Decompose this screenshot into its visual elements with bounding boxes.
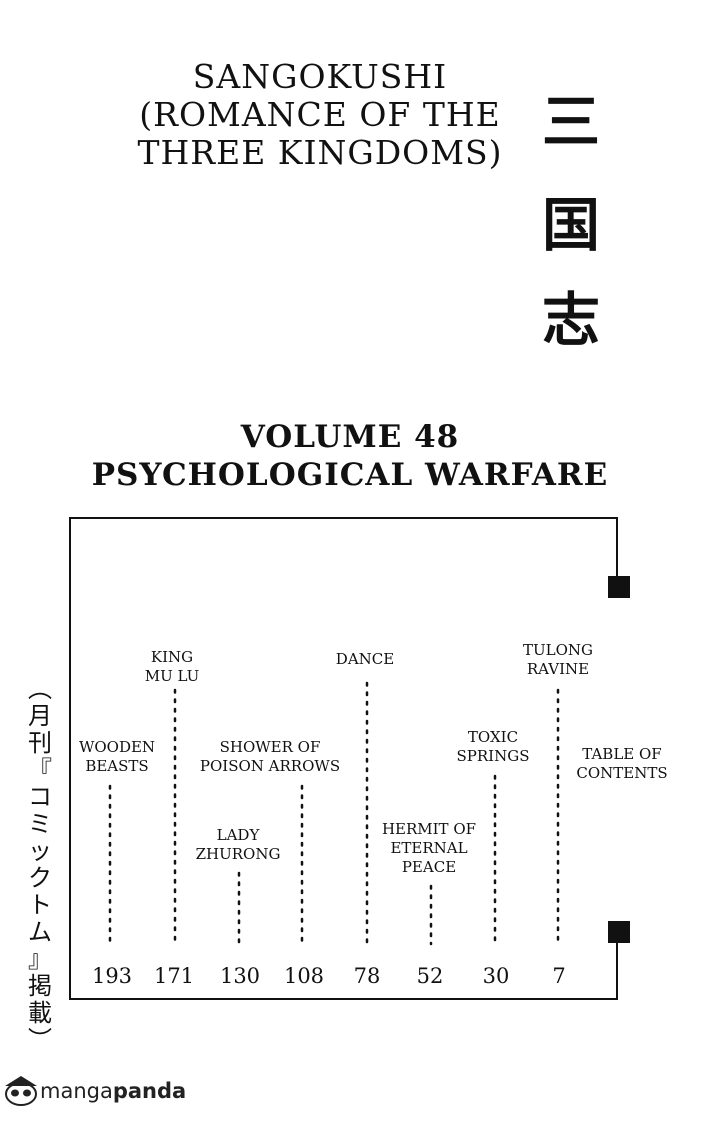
frame-border	[69, 517, 618, 1000]
toc-label-dance: DANCE	[335, 650, 395, 668]
title-line-2: (ROMANCE OF THE	[139, 95, 501, 134]
toc-label-shower: SHOWER OF POISON ARROWS	[199, 738, 341, 775]
page-number-toxic-springs: 30	[482, 964, 510, 988]
kanji-shi: 志	[541, 286, 600, 354]
page-number-dance: 78	[353, 964, 381, 988]
toc-label-lady-zhurong: LADY ZHURONG	[195, 826, 281, 863]
title-line-3: THREE KINGDOMS)	[137, 133, 503, 172]
page-number-lady-zhurong: 130	[219, 964, 261, 988]
toc-label-king-mu-lu: KING MU LU	[144, 648, 200, 685]
page-number-tulong-ravine: 7	[552, 964, 566, 988]
frame-marker-bottom	[608, 921, 630, 943]
volume-heading: VOLUME 48 PSYCHOLOGICAL WARFARE	[60, 418, 640, 494]
serialization-note: ︵ 月 刊 『 コ ミ ッ ク ト ム 』 掲 載 ︶	[28, 675, 52, 1054]
kanji-san: 三	[541, 88, 600, 156]
page-number-hermit: 52	[416, 964, 444, 988]
title-line-1: SANGOKUSHI	[192, 57, 448, 96]
volume-subtitle: PSYCHOLOGICAL WARFARE	[91, 457, 609, 493]
toc-label-table-of-contents: TABLE OF CONTENTS	[576, 745, 668, 782]
toc-label-tulong-ravine: TULONG RAVINE	[522, 641, 594, 678]
series-title: SANGOKUSHI (ROMANCE OF THE THREE KINGDOM…	[120, 58, 520, 172]
toc-label-toxic-springs: TOXIC SPRINGS	[456, 728, 530, 765]
kanji-koku: 国	[541, 191, 600, 259]
toc-label-hermit: HERMIT OF ETERNAL PEACE	[381, 820, 477, 876]
page-number-shower: 108	[283, 964, 325, 988]
logo-text-panda: panda	[112, 1079, 187, 1103]
logo-text-manga: manga	[40, 1079, 113, 1103]
toc-label-wooden-beasts: WOODEN BEASTS	[78, 738, 156, 775]
mascot-icon	[5, 1076, 37, 1106]
page-number-king-mu-lu: 171	[153, 964, 195, 988]
frame-marker-top	[608, 576, 630, 598]
page-number-wooden-beasts: 193	[91, 964, 133, 988]
volume-number: VOLUME 48	[240, 419, 460, 455]
